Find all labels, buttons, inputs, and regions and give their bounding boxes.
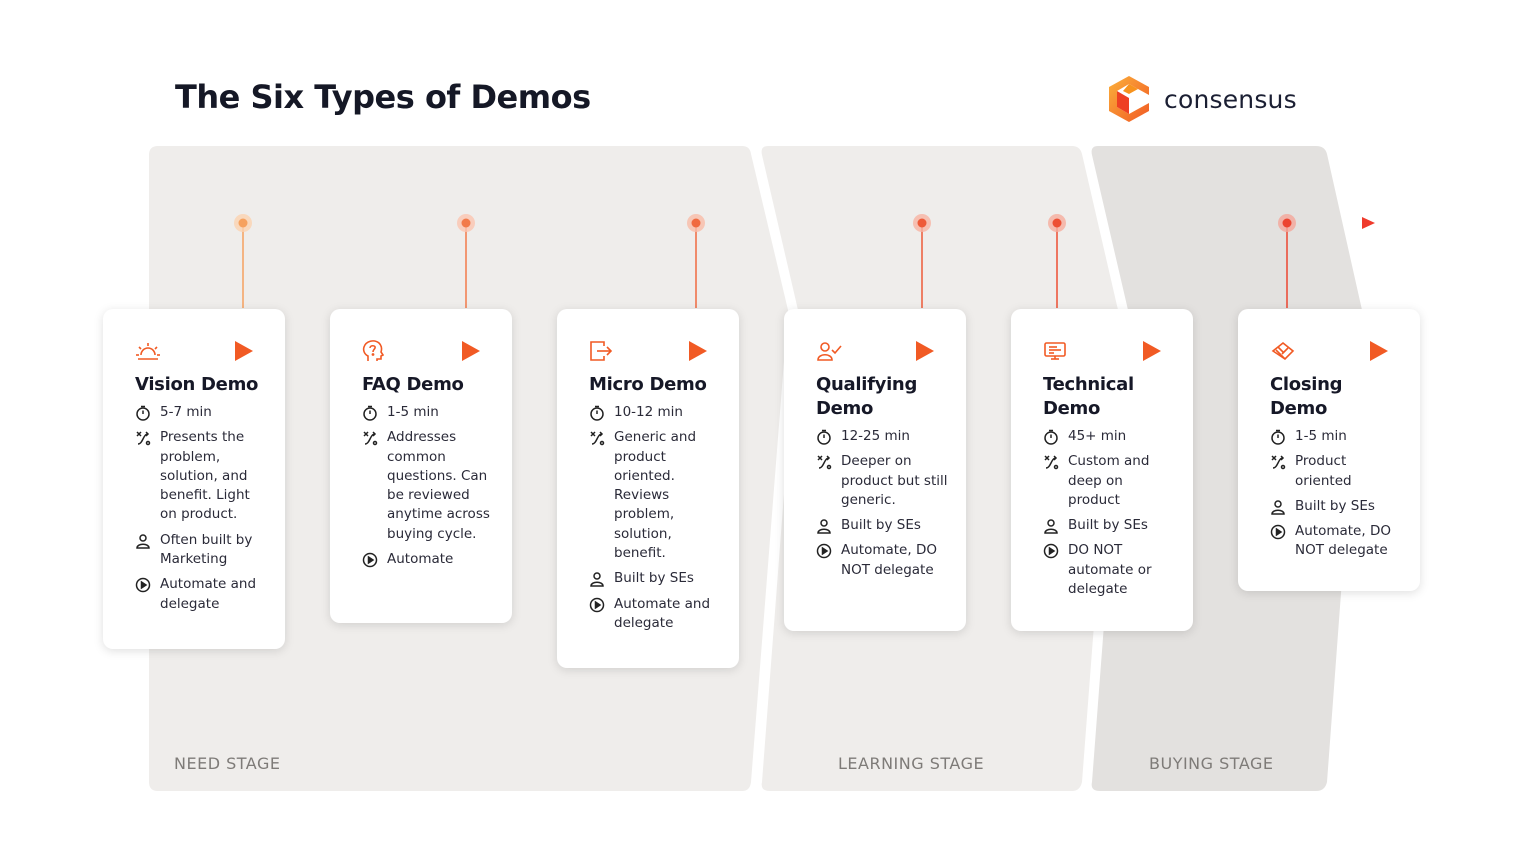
technical-demo-card[interactable]: Technical Demo 45+ min Custom and deep o… — [1011, 309, 1193, 631]
exit-arrow-icon — [589, 339, 615, 363]
stopwatch-icon — [816, 429, 832, 445]
need-stage-label: NEED STAGE — [174, 754, 281, 773]
card-title: Vision Demo — [135, 374, 259, 395]
delivery-text: Automate — [387, 551, 454, 568]
faq-demo-card[interactable]: FAQ Demo 1-5 min Addresses common questi… — [330, 309, 512, 623]
play-icon[interactable] — [916, 341, 934, 361]
duration-text: 10-12 min — [614, 404, 683, 420]
route-icon — [1270, 454, 1286, 470]
user-icon — [589, 571, 605, 588]
card-title: FAQ Demo — [362, 374, 464, 395]
duration-text: 12-25 min — [841, 428, 910, 444]
play-icon[interactable] — [1370, 341, 1388, 361]
handshake-icon — [1270, 339, 1296, 363]
route-icon — [816, 454, 832, 470]
closing-demo-card[interactable]: Closing Demo 1-5 min Product oriented Bu… — [1238, 309, 1420, 591]
description-text: Presents the problem, solution, and bene… — [160, 429, 250, 523]
duration-text: 1-5 min — [1295, 428, 1347, 444]
logo-text: consensus — [1164, 84, 1297, 114]
play-circle-icon — [1270, 524, 1286, 540]
duration-text: 1-5 min — [387, 404, 439, 420]
timeline-marker-6 — [1278, 214, 1296, 308]
delivery-text: Automate, DO NOT delegate — [841, 542, 937, 578]
consensus-logo-icon — [1109, 76, 1149, 122]
play-icon[interactable] — [462, 341, 480, 361]
play-icon[interactable] — [235, 341, 253, 361]
user-icon — [816, 518, 832, 534]
timeline-arrowhead — [1362, 217, 1375, 229]
stopwatch-icon — [589, 405, 605, 421]
vision-demo-card[interactable]: Vision Demo 5-7 min Presents the problem… — [103, 309, 285, 649]
play-circle-icon — [135, 577, 151, 593]
monitor-icon — [1043, 339, 1069, 363]
builder-text: Built by SEs — [614, 570, 694, 587]
description-text: Custom and deep on product — [1068, 453, 1150, 508]
route-icon — [1043, 454, 1059, 470]
route-icon — [589, 430, 605, 446]
play-circle-icon — [589, 597, 605, 613]
logo: consensus — [1106, 74, 1297, 124]
stopwatch-icon — [1043, 429, 1059, 445]
play-icon[interactable] — [689, 341, 707, 361]
page-title: The Six Types of Demos — [175, 78, 591, 116]
sunrise-icon — [135, 339, 161, 363]
delivery-text: Automate and delegate — [160, 576, 257, 612]
duration-text: 5-7 min — [160, 404, 212, 420]
duration-text: 45+ min — [1068, 428, 1127, 444]
user-icon — [135, 533, 151, 549]
stopwatch-icon — [362, 405, 378, 421]
play-circle-icon — [1043, 543, 1059, 559]
description-text: Generic and product oriented. Reviews pr… — [614, 429, 697, 562]
timeline-marker-1 — [234, 214, 252, 308]
builder-text: Often built by Marketing — [160, 531, 253, 568]
card-title: Technical Demo — [1043, 374, 1134, 419]
play-circle-icon — [362, 552, 378, 568]
timeline-marker-5 — [1048, 214, 1066, 308]
timeline-marker-4 — [913, 214, 931, 308]
card-title: Qualifying Demo — [816, 374, 918, 419]
question-head-icon — [362, 339, 388, 363]
builder-text: Built by SEs — [1295, 497, 1375, 514]
builder-text: Built by SEs — [1068, 517, 1148, 534]
stopwatch-icon — [135, 405, 151, 421]
delivery-text: DO NOT automate or delegate — [1068, 542, 1152, 598]
delivery-text: Automate, DO NOT delegate — [1295, 523, 1391, 559]
play-circle-icon — [816, 543, 832, 559]
user-check-icon — [816, 339, 842, 363]
delivery-text: Automate and delegate — [614, 595, 711, 631]
learning-stage-label: LEARNING STAGE — [838, 754, 985, 773]
card-title: Micro Demo — [589, 374, 707, 395]
micro-demo-card[interactable]: Micro Demo 10-12 min Generic and product… — [557, 309, 739, 668]
description-text: Product oriented — [1295, 453, 1352, 489]
qualifying-demo-card[interactable]: Qualifying Demo 12-25 min Deeper on prod… — [784, 309, 966, 631]
route-icon — [135, 430, 151, 446]
play-icon[interactable] — [1143, 341, 1161, 361]
timeline-marker-2 — [457, 214, 475, 308]
stopwatch-icon — [1270, 429, 1286, 445]
timeline-marker-3 — [687, 214, 705, 308]
route-icon — [362, 430, 378, 446]
user-icon — [1270, 499, 1286, 515]
user-icon — [1043, 518, 1059, 534]
buying-stage-label: BUYING STAGE — [1149, 754, 1274, 773]
description-text: Deeper on product but still generic. — [841, 453, 948, 508]
builder-text: Built by SEs — [841, 517, 921, 534]
card-title: Closing Demo — [1270, 374, 1343, 419]
description-text: Addresses common questions. Can be revie… — [387, 429, 490, 542]
